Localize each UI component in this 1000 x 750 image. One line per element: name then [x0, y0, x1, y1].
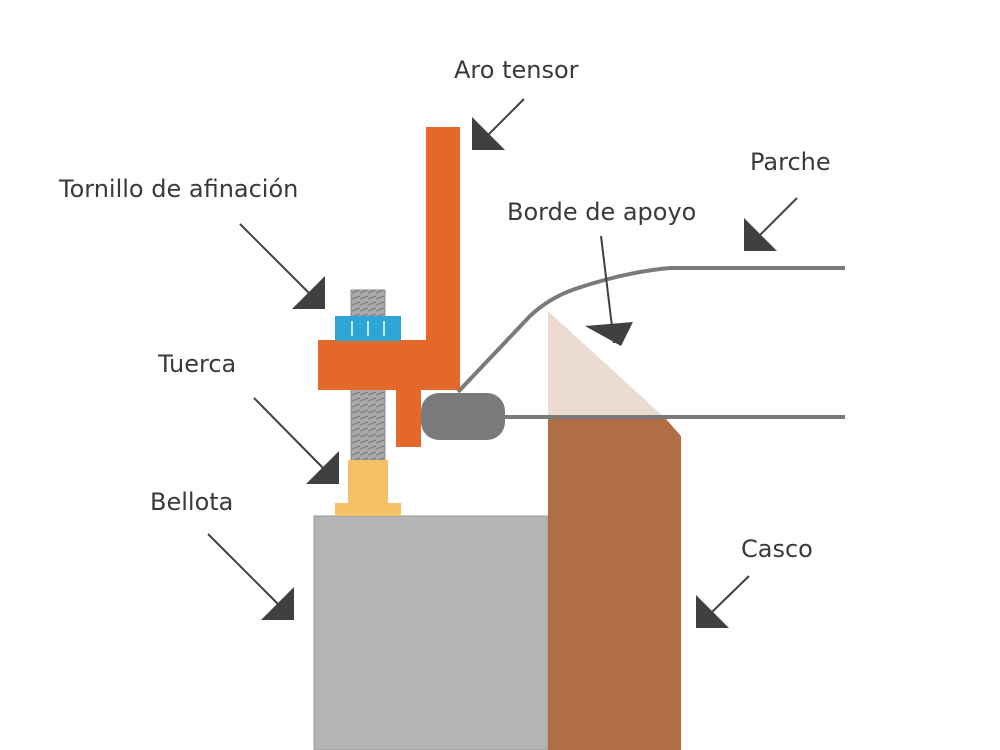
tension-hoop-lip: [396, 388, 421, 447]
drum-shell: [548, 418, 681, 750]
arrow-aro-tensor: [472, 98, 525, 150]
arrow-bellota: [207, 533, 294, 620]
acorn-nut: [335, 460, 401, 516]
label-tuerca: Tuerca: [157, 350, 236, 378]
tension-hoop-flange: [318, 340, 460, 390]
nut-ridges: [351, 321, 385, 336]
arrow-tuerca: [253, 397, 339, 484]
label-casco: Casco: [741, 535, 813, 563]
arrow-casco: [696, 575, 750, 628]
drumhead-collar: [421, 393, 505, 440]
lug-casing: [313, 515, 549, 750]
label-tornillo-de-afinacion: Tornillo de afinación: [58, 175, 298, 203]
label-aro-tensor: Aro tensor: [454, 56, 579, 84]
label-parche: Parche: [750, 148, 831, 176]
arrow-borde: [585, 235, 633, 346]
label-borde-de-apoyo: Borde de apoyo: [507, 198, 696, 226]
drumhead-line: [456, 266, 845, 394]
label-bellota: Bellota: [150, 488, 233, 516]
bearing-edge: [548, 311, 665, 418]
arrow-tornillo: [239, 223, 325, 309]
arrow-parche: [744, 197, 798, 251]
